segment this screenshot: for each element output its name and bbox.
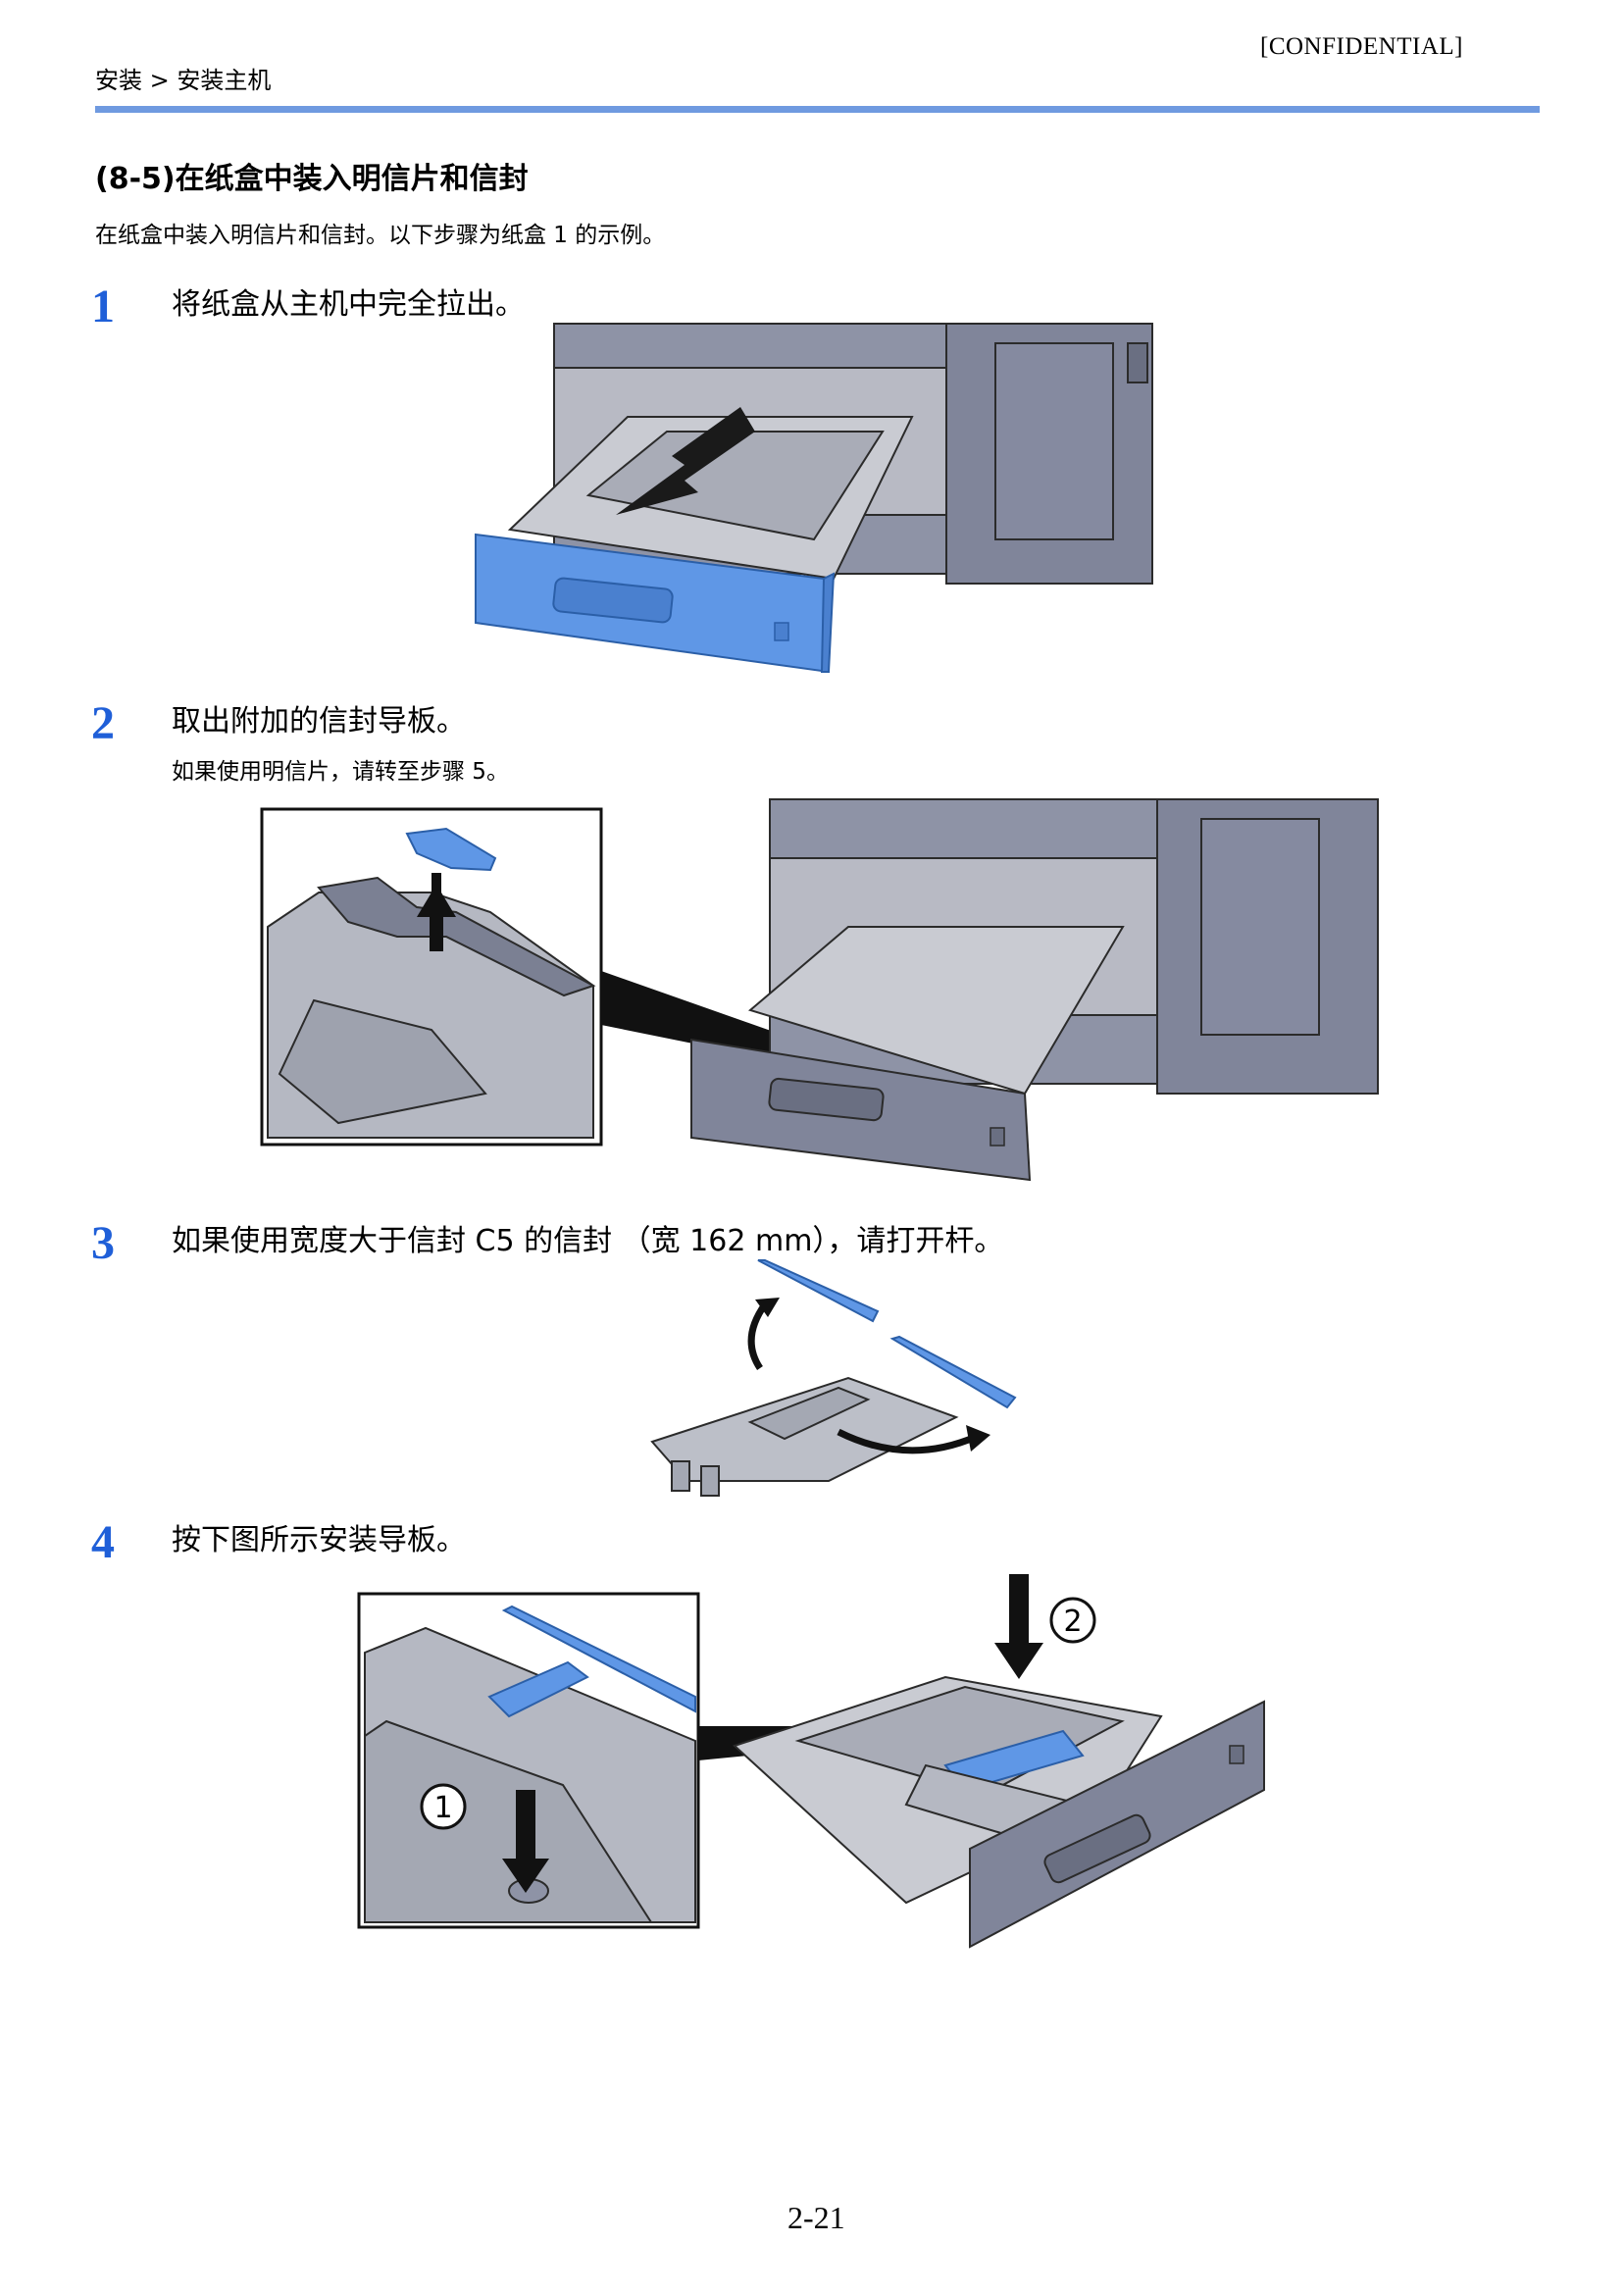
lever-lower: [889, 1335, 1017, 1409]
section-title: (8-5)在纸盒中装入明信片和信封: [95, 162, 529, 196]
step-3-number: 3: [91, 1217, 115, 1269]
header-divider: [95, 106, 1540, 113]
step-3-illustration: [650, 1259, 1017, 1497]
printer-with-cassette: [690, 798, 1379, 1182]
step-4-text: 按下图所示安装导板。: [172, 1523, 466, 1557]
step-1-text: 将纸盒从主机中完全拉出。: [172, 287, 525, 322]
step-1-number: 1: [91, 280, 115, 332]
confidential-label: [CONFIDENTIAL]: [1260, 33, 1463, 60]
step-2-number: 2: [91, 697, 115, 749]
step-2-text: 取出附加的信封导板。: [172, 704, 466, 739]
rotate-arrow-right: [837, 1428, 978, 1454]
pull-direction-arrow: [616, 407, 755, 515]
callout-2: 2: [1063, 1605, 1082, 1639]
zoom-leader: [601, 971, 824, 1069]
step-3-text: 如果使用宽度大于信封 C5 的信封 （宽 162 mm），请打开杆。: [172, 1224, 1004, 1258]
step-4-number: 4: [91, 1516, 115, 1568]
cassette-drawer: [733, 1675, 1265, 1949]
rotate-arrow-up: [747, 1301, 768, 1370]
envelope-guide: [650, 1376, 959, 1497]
press-down-arrow: [994, 1574, 1043, 1679]
page-number: 2-21: [787, 2200, 845, 2235]
zoom-detail-frame: 1: [357, 1592, 700, 1929]
callout-1: 1: [433, 1791, 452, 1825]
step-2-illustration: [260, 798, 1379, 1182]
zoom-detail-frame: [260, 807, 603, 1147]
lever-upper: [757, 1259, 880, 1323]
breadcrumb: 安装 > 安装主机: [95, 67, 272, 94]
paper-cassette: [475, 416, 914, 674]
section-description: 在纸盒中装入明信片和信封。以下步骤为纸盒 1 的示例。: [95, 223, 666, 248]
step-2-note: 如果使用明信片，请转至步骤 5。: [172, 759, 509, 785]
step-1-illustration: [475, 323, 1153, 674]
step-4-illustration: 1 2: [357, 1574, 1265, 1949]
